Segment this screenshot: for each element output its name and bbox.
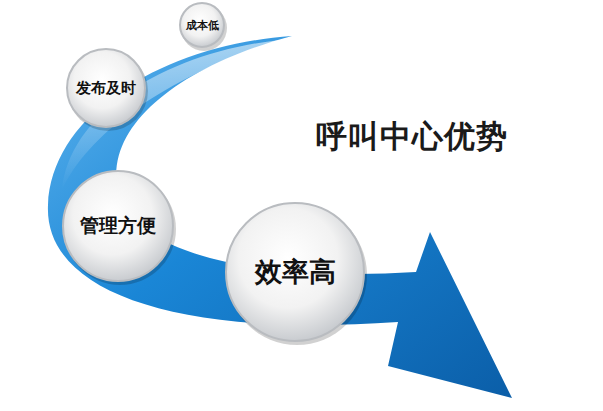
circle-node: 效率高 [225, 202, 365, 342]
node-label: 发布及时 [76, 79, 136, 98]
arrow-highlight [62, 40, 280, 190]
diagram-title: 呼叫中心优势 [316, 116, 508, 158]
node-label: 效率高 [255, 254, 336, 290]
node-label: 管理方便 [80, 213, 156, 239]
arrow-band [48, 36, 512, 398]
circle-node: 成本低 [179, 2, 225, 48]
circle-node: 管理方便 [62, 170, 174, 282]
circle-node: 发布及时 [66, 48, 146, 128]
node-label: 成本低 [186, 18, 219, 33]
